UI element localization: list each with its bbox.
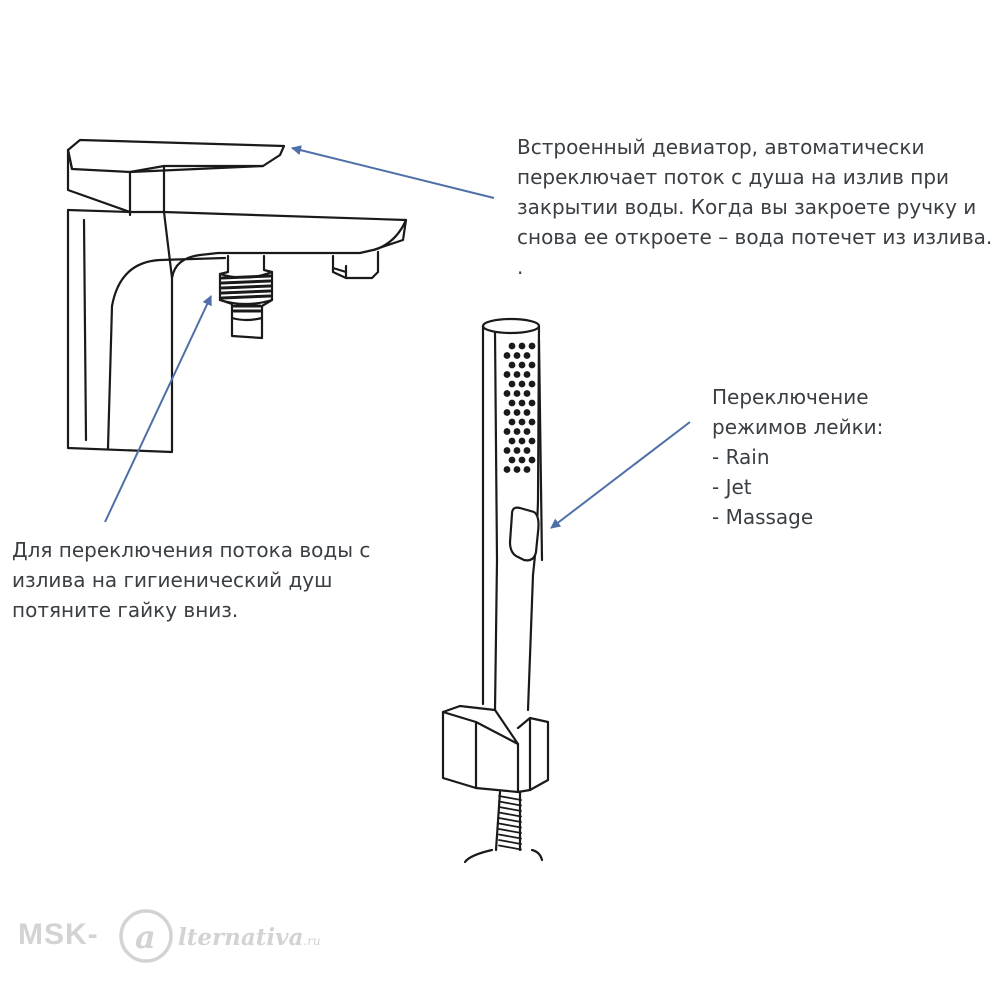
hose-coil — [498, 828, 522, 834]
nozzle-dot — [503, 390, 511, 397]
nozzle-dot — [508, 399, 516, 407]
nut-thread — [220, 274, 272, 313]
callout-modes-line: - Massage — [712, 505, 814, 529]
callout-modes-line: - Jet — [712, 475, 752, 499]
shower-head — [481, 317, 544, 712]
nozzle-dot — [508, 437, 516, 445]
callout-modes-line: - Rain — [712, 445, 770, 469]
nozzle-dot — [503, 428, 511, 435]
hose-coil — [498, 833, 522, 840]
nozzle-dot — [528, 437, 536, 445]
nozzle-dot — [508, 342, 516, 350]
nozzle-dot — [523, 390, 531, 397]
nozzle-dot — [523, 352, 531, 359]
nozzle-dot — [518, 380, 526, 388]
nozzle-dot — [513, 466, 521, 473]
hose-coil — [498, 800, 522, 807]
hose-coil — [498, 811, 522, 818]
nozzle-dot — [513, 352, 521, 359]
arrow-to-mode-button — [550, 421, 691, 529]
hose-coil — [498, 817, 522, 823]
callout-diverter: Встроенный девиатор, автоматически перек… — [517, 132, 997, 282]
nozzle-dot — [528, 361, 536, 369]
nozzle-dot — [518, 418, 526, 426]
nozzle-dot — [503, 409, 511, 416]
faucet-drawing — [66, 138, 408, 454]
nozzle-dot — [503, 466, 511, 473]
nozzle-dot — [523, 447, 531, 454]
nozzle-dot — [503, 371, 511, 378]
svg-text:a: a — [135, 918, 156, 956]
nozzle-dot — [508, 380, 516, 388]
nozzle-dot — [528, 342, 536, 350]
callout-modes-line: Переключение — [712, 385, 869, 409]
callout-diverter-line: переключает поток с душа на излив при — [517, 165, 950, 189]
callout-diverter-line: Встроенный девиатор, автоматически — [517, 135, 925, 159]
hose-coil — [498, 839, 522, 845]
hose-coil — [498, 806, 522, 812]
callout-nut-line: излива на гигиенический душ — [12, 568, 333, 592]
nozzle-dot — [518, 456, 526, 464]
nozzle-dot — [513, 409, 521, 416]
nozzle-dot — [503, 352, 511, 359]
shower-hose — [463, 790, 544, 864]
nozzle-dot — [518, 342, 526, 350]
callout-diverter-line: . — [517, 255, 524, 279]
nozzle-dot — [523, 371, 531, 378]
nozzle-dot — [518, 437, 526, 445]
nozzle-dot — [523, 466, 531, 473]
nozzle-dot — [513, 428, 521, 435]
nozzle-dot — [523, 409, 531, 416]
faucet-handle — [66, 138, 286, 214]
callout-arrows — [104, 145, 691, 529]
arrow-to-diverter — [291, 145, 495, 199]
watermark-right: lternativa.ru — [178, 924, 321, 951]
nozzle-dot — [528, 418, 536, 426]
nozzle-dot — [528, 399, 536, 407]
hose-coil — [498, 844, 522, 851]
nozzle-dot — [513, 447, 521, 454]
nozzle-dot — [503, 447, 511, 454]
nozzle-dot — [513, 371, 521, 378]
nozzle-dot — [508, 418, 516, 426]
nozzle-dot — [518, 399, 526, 407]
faucet-body — [66, 208, 408, 454]
callout-nut-line: Для переключения потока воды с — [12, 538, 371, 562]
callout-modes-line: режимов лейки: — [712, 415, 884, 439]
nozzle-dot — [513, 390, 521, 397]
nozzle-dot — [508, 456, 516, 464]
watermark-name: lternativa — [178, 924, 304, 951]
nozzle-dot — [528, 456, 536, 464]
at-sign-icon: a — [119, 909, 173, 963]
nozzle-dot — [523, 428, 531, 435]
hose-coil — [498, 795, 522, 801]
watermark-suffix: .ru — [303, 934, 321, 948]
watermark-left: MSK- — [18, 918, 99, 951]
nozzle-dot — [528, 380, 536, 388]
faucet-aerator — [331, 250, 380, 280]
wall-holder — [441, 704, 550, 794]
callout-diverter-line: закрытии воды. Когда вы закроете ручку и — [517, 195, 977, 219]
spray-nozzles — [503, 342, 536, 473]
callout-nut-line: потяните гайку вниз. — [12, 598, 239, 622]
callout-spray-modes: Переключение режимов лейки: - Rain - Jet… — [712, 382, 972, 532]
mode-button — [508, 506, 540, 562]
nozzle-dot — [508, 361, 516, 369]
callout-nut: Для переключения потока воды с излива на… — [12, 535, 412, 625]
hose-coil — [498, 822, 522, 829]
hand-shower-drawing — [441, 317, 550, 864]
callout-diverter-line: снова ее откроете – вода потечет из изли… — [517, 225, 993, 249]
nozzle-dot — [518, 361, 526, 369]
arrow-to-nut — [104, 295, 212, 523]
